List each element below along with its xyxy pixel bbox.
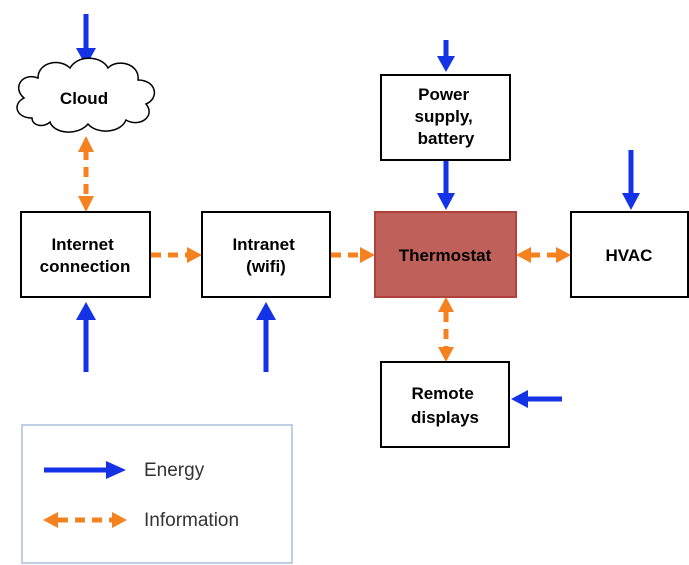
energy-arrows bbox=[76, 14, 640, 408]
internet-box bbox=[20, 211, 151, 298]
legend-energy-arrow-head bbox=[106, 461, 126, 479]
info-link-thermostat-hvac-head-right bbox=[556, 247, 571, 263]
intranet-label-line-2: (wifi) bbox=[246, 257, 286, 276]
info-link-intranet-thermostat-head-right bbox=[360, 247, 375, 263]
remote-box bbox=[380, 361, 510, 448]
legend-box bbox=[21, 424, 293, 564]
internet-label-line-2: connection bbox=[40, 257, 131, 276]
thermostat-box bbox=[374, 211, 517, 298]
remote-label-line-2: displays bbox=[411, 408, 479, 427]
power-label-line-2: supply, bbox=[415, 107, 473, 126]
power-box bbox=[380, 74, 511, 161]
energy-arrow-to-power-head bbox=[437, 56, 455, 72]
info-link-thermostat-remote-head-bottom bbox=[438, 347, 454, 362]
node-thermostat: Thermostat bbox=[374, 211, 517, 298]
internet-label-line-1: Internet bbox=[51, 235, 114, 254]
energy-arrow-to-intranet-head bbox=[256, 302, 276, 320]
info-link-cloud-internet-head-top bbox=[78, 136, 94, 152]
energy-arrow-to-internet-head bbox=[76, 302, 96, 320]
cloud-label: Cloud bbox=[60, 89, 108, 108]
energy-arrow-to-hvac-head bbox=[622, 193, 640, 210]
info-link-thermostat-remote-head-top bbox=[438, 297, 454, 312]
remote-label: Remote displays bbox=[411, 384, 479, 427]
energy-arrow-to-cloud-head bbox=[76, 48, 96, 66]
legend-information-label: Information bbox=[144, 510, 239, 531]
info-link-cloud-internet-head-bottom bbox=[78, 196, 94, 212]
node-remote-displays: Remote displays bbox=[380, 361, 510, 448]
hvac-label: HVAC bbox=[606, 246, 653, 265]
intranet-box bbox=[201, 211, 331, 298]
internet-label: Internet connection bbox=[40, 235, 131, 276]
power-label-line-1: Power bbox=[418, 85, 469, 104]
energy-arrow-to-remote-head bbox=[511, 390, 528, 408]
power-label-line-3: battery bbox=[418, 129, 475, 148]
intranet-label-line-1: Intranet bbox=[232, 235, 295, 254]
node-power-supply: Power supply, battery bbox=[380, 74, 511, 161]
legend: Energy Information bbox=[21, 424, 293, 564]
hvac-box bbox=[570, 211, 689, 298]
legend-energy-label: Energy bbox=[144, 460, 205, 481]
legend-information-arrow-head-right bbox=[112, 512, 127, 528]
info-link-internet-intranet-head-right bbox=[187, 247, 202, 263]
node-cloud: Cloud bbox=[16, 57, 156, 133]
legend-information-arrow-head-left bbox=[43, 512, 58, 528]
node-internet-connection: Internet connection bbox=[20, 211, 151, 298]
info-link-thermostat-hvac-head-left bbox=[516, 247, 531, 263]
thermostat-label: Thermostat bbox=[399, 246, 492, 265]
power-label: Power supply, battery bbox=[415, 85, 478, 148]
energy-arrow-power-to-thermostat-head bbox=[437, 193, 455, 210]
remote-label-line-1: Remote bbox=[411, 384, 473, 403]
node-hvac: HVAC bbox=[570, 211, 689, 298]
cloud-shape bbox=[16, 57, 156, 133]
intranet-label: Intranet (wifi) bbox=[232, 235, 299, 276]
node-intranet: Intranet (wifi) bbox=[201, 211, 331, 298]
